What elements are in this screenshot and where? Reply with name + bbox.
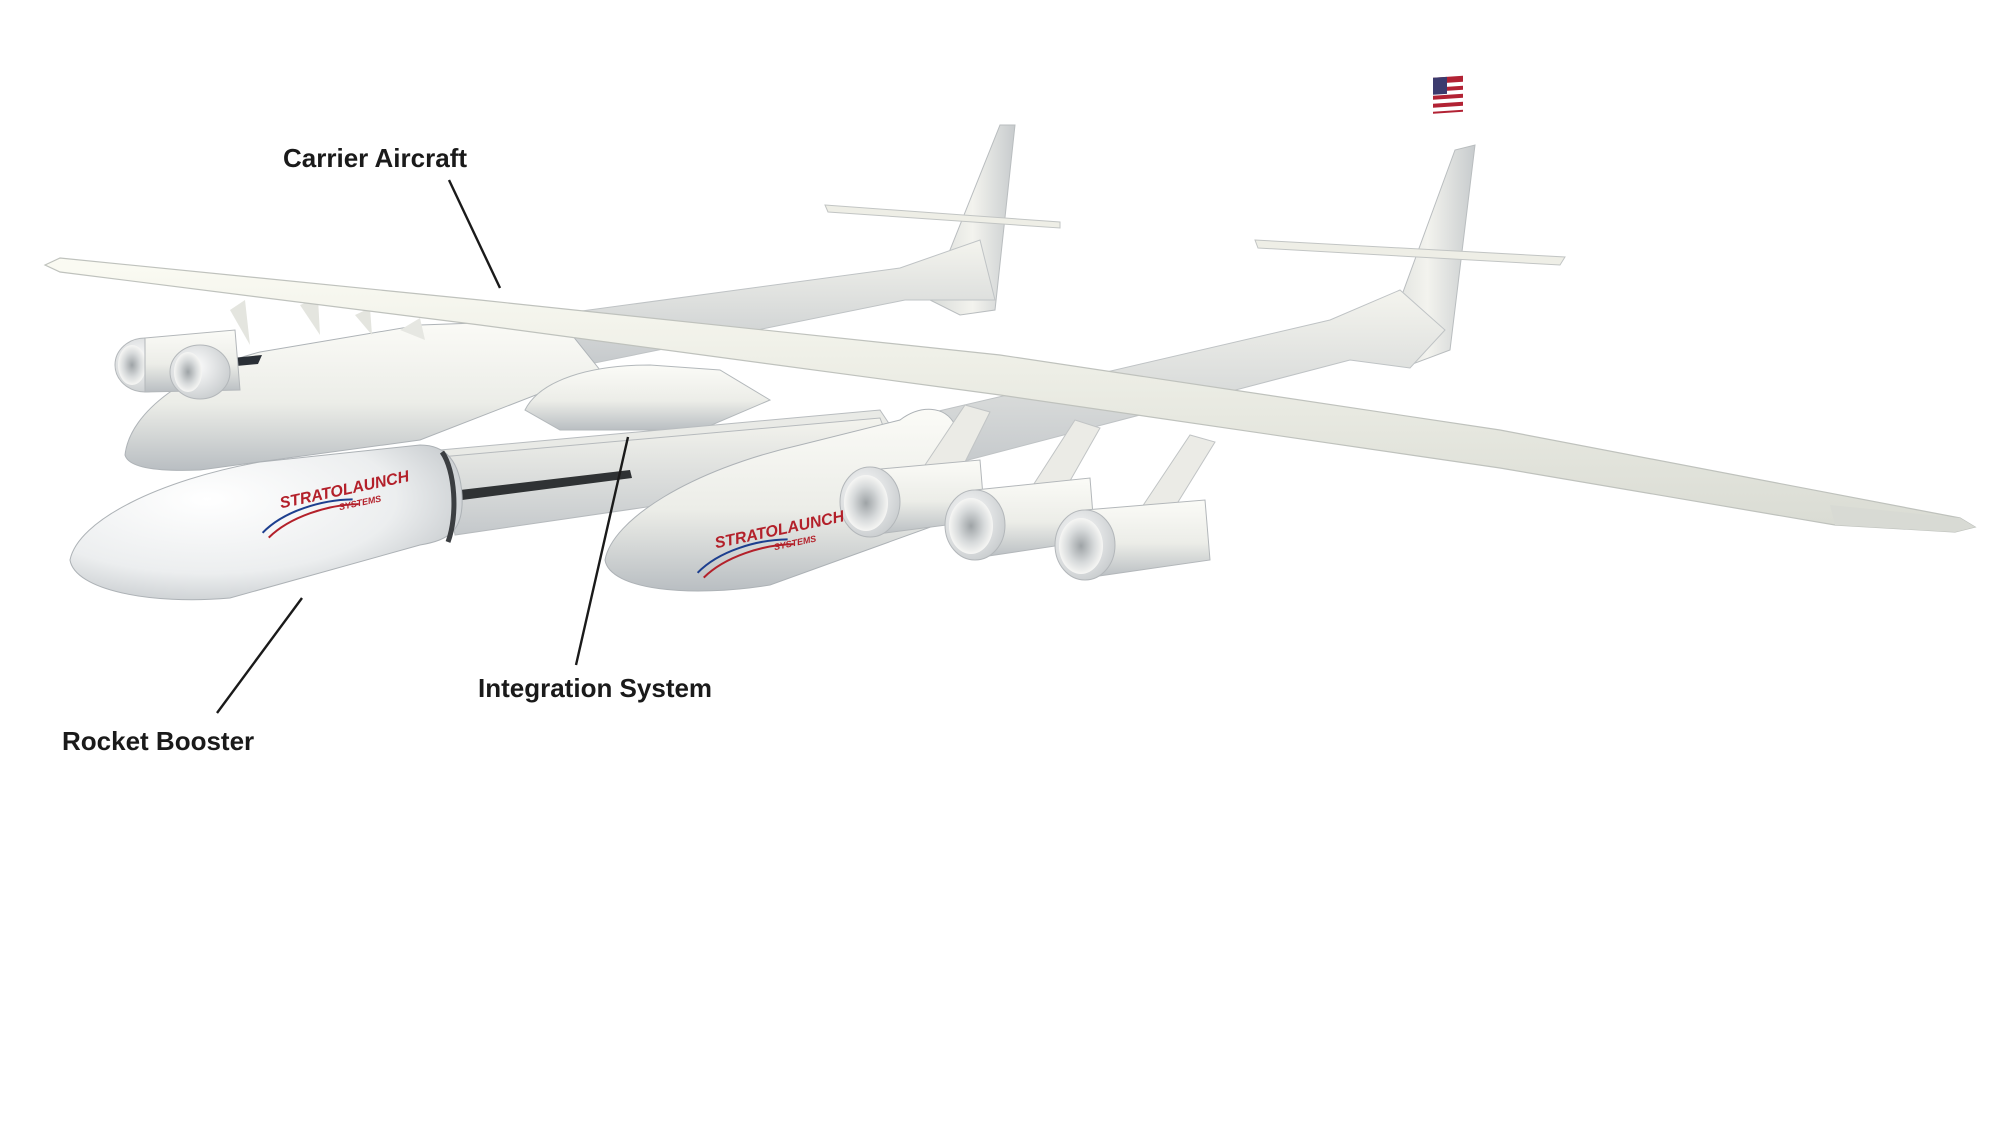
integration-system-label: Integration System [478, 673, 713, 703]
far-engines [114, 298, 372, 400]
integration-system-leader [574, 436, 630, 666]
rocket-booster-label: Rocket Booster [62, 726, 255, 756]
rocket-booster-leader [216, 597, 303, 714]
rocket-booster [69, 417, 901, 601]
near-engines [839, 459, 1211, 581]
near-fuselage [604, 408, 956, 592]
carrier-aircraft-label: Carrier Aircraft [283, 143, 468, 173]
near-fuselage-boom [899, 289, 1446, 471]
us-flag-icon [1433, 75, 1463, 114]
engine-pylons [924, 404, 1216, 516]
carrier-aircraft-leader [447, 179, 502, 289]
